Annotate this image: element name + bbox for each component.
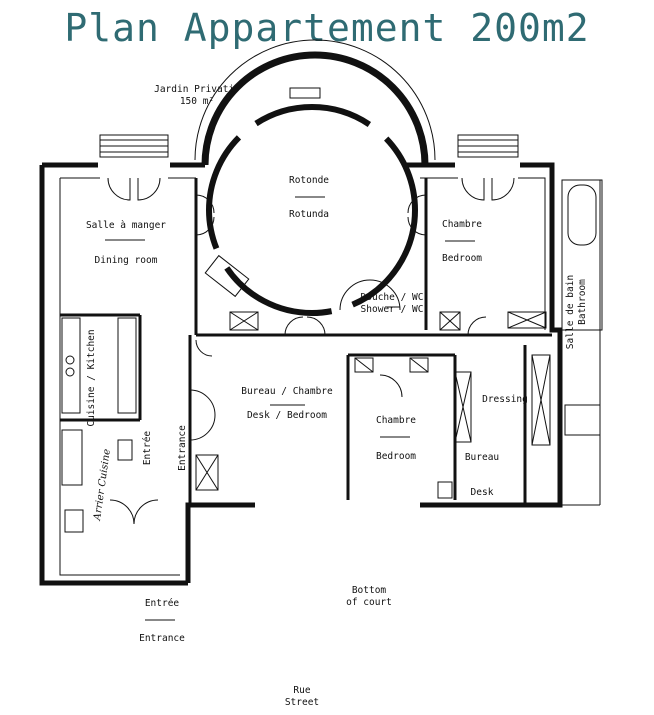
label-cuisine: Cuisine / Kitchen (86, 329, 97, 426)
label-dressing: Dressing (482, 394, 528, 405)
page-title: Plan Appartement 200m2 (64, 6, 590, 50)
label-rue: Rue (293, 685, 310, 696)
rotunda (194, 39, 436, 316)
label-salle-a-manger: Salle à manger (86, 220, 166, 231)
label-douche: Douche / WC (361, 292, 424, 303)
label-chambre-2: Chambre (376, 415, 416, 426)
label-desk-bedroom: Desk / Bedroom (247, 410, 327, 421)
label-rotunda: Rotunda (289, 209, 329, 220)
label-bureau-2: Bureau (465, 452, 499, 463)
label-rotonde: Rotonde (289, 175, 329, 186)
outer-walls (39, 162, 563, 586)
fixtures (61, 179, 603, 533)
label-bedroom-2: Bedroom (376, 451, 416, 462)
label-shower: Shower / WC (361, 304, 424, 315)
windows-top (99, 134, 519, 201)
closets (195, 311, 551, 499)
doors (109, 194, 487, 525)
label-arrier-cuisine: Arrier Cuisine (92, 448, 113, 522)
label-dividers (105, 196, 475, 621)
label-of-court: of court (346, 597, 392, 608)
label-bottom: Bottom (352, 585, 387, 596)
label-desk-2: Desk (471, 487, 494, 498)
label-bedroom-1: Bedroom (442, 253, 482, 264)
label-bathroom: Bathroom (577, 279, 588, 325)
label-entree-1: Entrée (142, 431, 153, 466)
label-chambre-1: Chambre (442, 219, 482, 230)
label-jardin-area: 150 m² (180, 96, 214, 107)
label-dining-room: Dining room (95, 255, 158, 266)
label-jardin: Jardin Privatif (154, 84, 240, 95)
label-entrance-1: Entrance (177, 425, 188, 471)
label-street: Street (285, 697, 319, 708)
label-bureau-chambre: Bureau / Chambre (241, 386, 333, 397)
label-entrance-2: Entrance (139, 633, 185, 644)
label-salle-de-bain: Salle de bain (565, 275, 576, 349)
inner-outer-line (59, 177, 546, 576)
label-entree-2: Entrée (145, 598, 180, 609)
